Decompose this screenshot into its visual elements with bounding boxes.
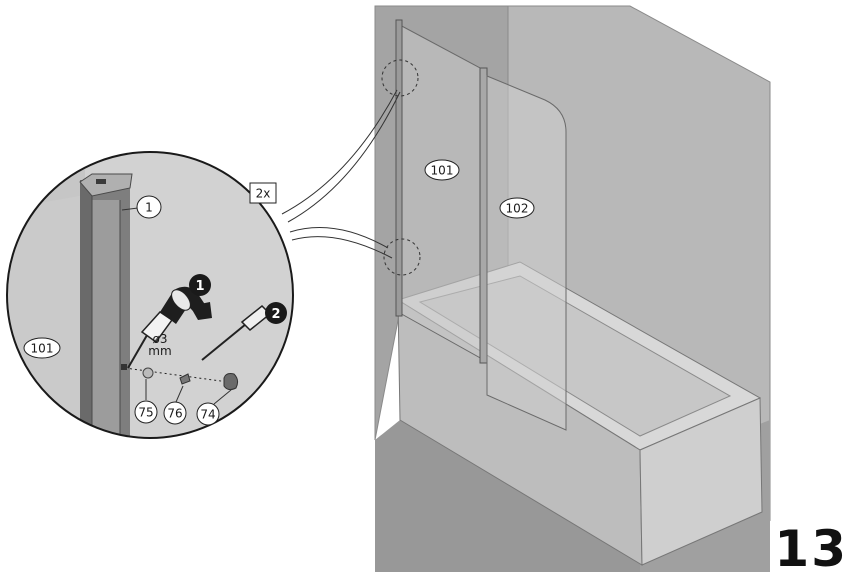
fastener-parts bbox=[121, 364, 239, 405]
label-part-75: 75 bbox=[134, 400, 158, 424]
glass-panel-detail bbox=[7, 195, 85, 438]
label-fixed-panel-101: 101 bbox=[424, 159, 460, 181]
repeat-indicator: 2x bbox=[249, 182, 277, 204]
svg-text:101: 101 bbox=[431, 164, 454, 178]
hinge-profile bbox=[479, 67, 488, 364]
drill-size-label: ø3 bbox=[153, 332, 168, 346]
part-75-cap bbox=[142, 367, 154, 379]
bathroom-scene bbox=[281, 5, 771, 572]
fixed-glass-panel bbox=[397, 23, 485, 361]
leader-profile bbox=[121, 207, 139, 211]
svg-text:2: 2 bbox=[271, 307, 280, 322]
profile-top-cap bbox=[79, 173, 133, 197]
detail-zoom-circle bbox=[6, 151, 294, 439]
detail-marker-bottom bbox=[383, 238, 421, 276]
label-part-74: 74 bbox=[196, 402, 220, 426]
label-glass-detail-101: 101 bbox=[23, 337, 61, 359]
hinged-glass-panel bbox=[486, 75, 567, 431]
detail-marker-top bbox=[381, 59, 419, 97]
svg-text:102: 102 bbox=[506, 202, 529, 216]
drill-unit-label: mm bbox=[148, 344, 171, 358]
svg-text:2x: 2x bbox=[256, 187, 271, 201]
label-part-76: 76 bbox=[163, 401, 187, 425]
svg-text:1: 1 bbox=[145, 201, 153, 215]
drill-hole bbox=[121, 364, 127, 370]
svg-text:76: 76 bbox=[167, 407, 182, 421]
step-badge-1: 1 bbox=[189, 274, 211, 296]
callout-leader-top bbox=[287, 91, 401, 223]
svg-text:101: 101 bbox=[31, 342, 54, 356]
part-76-screw bbox=[179, 373, 191, 385]
profile-face bbox=[92, 200, 120, 438]
wall-profile bbox=[395, 19, 403, 317]
label-profile-1: 1 bbox=[136, 195, 162, 219]
svg-text:1: 1 bbox=[195, 279, 204, 294]
svg-text:75: 75 bbox=[138, 406, 153, 420]
step-badge-2: 2 bbox=[265, 302, 287, 324]
callout-leader-top-inner bbox=[281, 89, 398, 215]
callout-leader-bottom-inner bbox=[291, 236, 393, 259]
drill-icon bbox=[127, 286, 212, 369]
part-74-cover bbox=[223, 373, 239, 391]
label-hinged-panel-102: 102 bbox=[499, 197, 535, 219]
callout-leader-bottom bbox=[289, 227, 389, 249]
bathtub-end-panel bbox=[639, 397, 763, 566]
step-number: 13 bbox=[774, 520, 848, 578]
svg-text:74: 74 bbox=[200, 408, 215, 422]
